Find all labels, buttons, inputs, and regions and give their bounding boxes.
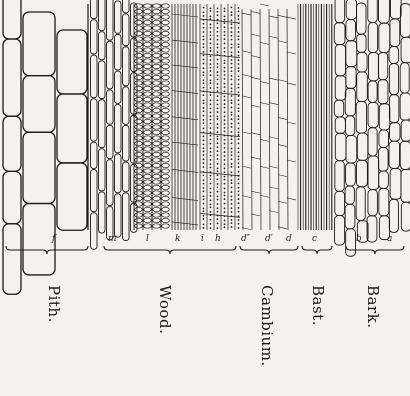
- bark-tissue: [334, 0, 410, 256]
- letter-m: m: [108, 234, 117, 244]
- letter-d1: d′: [265, 234, 273, 244]
- label-cambium: Cambium.: [258, 285, 276, 367]
- letter-f: f: [52, 234, 55, 244]
- letter-i: i: [201, 234, 204, 244]
- letter-c: c: [312, 234, 317, 244]
- letter-d2: d″: [241, 234, 250, 244]
- region-braces: [6, 246, 404, 254]
- letter-l: l: [146, 234, 149, 244]
- label-wood: Wood.: [156, 285, 174, 334]
- wood-tissue: [91, 0, 241, 249]
- letter-d: d: [286, 234, 292, 244]
- cambium-tissue: [242, 4, 296, 230]
- letter-a: a: [387, 234, 392, 244]
- label-bast: Bast.: [309, 285, 327, 326]
- letter-k: k: [175, 234, 180, 244]
- label-bark: Bark.: [364, 285, 382, 329]
- letter-b: b: [356, 234, 362, 244]
- bast-tissue: [298, 4, 332, 230]
- letter-h: h: [215, 234, 221, 244]
- label-pith: Pith.: [45, 285, 63, 323]
